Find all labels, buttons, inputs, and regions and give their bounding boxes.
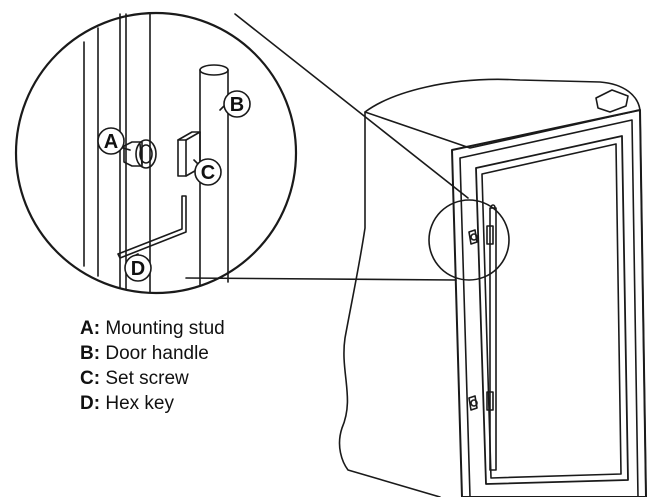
callout-c-label: C	[201, 162, 215, 184]
legend-key: A:	[80, 318, 101, 339]
detail-marker-circle	[428, 199, 510, 281]
door-mounting-studs	[468, 229, 478, 411]
legend-text: Mounting stud	[105, 318, 225, 339]
hinge-plate	[595, 89, 629, 113]
door-frame	[451, 109, 647, 497]
legend-key: B:	[80, 343, 101, 364]
callout-b-circle	[223, 90, 251, 118]
legend-text: Door handle	[105, 343, 209, 364]
legend-item: A: Mounting stud	[80, 316, 225, 341]
magnifier-connector-lines	[185, 13, 469, 281]
legend-item: D: Hex key	[80, 391, 225, 416]
mounting-stud-magnified	[123, 139, 157, 169]
legend-key: C:	[80, 368, 101, 389]
callout-d-label: D	[131, 258, 145, 280]
callout-a-circle	[97, 127, 125, 155]
legend-key: D:	[80, 393, 101, 414]
callout-b-label: B	[230, 94, 244, 116]
magnified-detail-view	[14, 11, 298, 295]
legend-text: Set screw	[105, 368, 189, 389]
legend-item: B: Door handle	[80, 341, 225, 366]
hex-key	[117, 195, 187, 259]
parts-legend: A: Mounting stud B: Door handle C: Set s…	[80, 316, 225, 416]
legend-item: C: Set screw	[80, 366, 225, 391]
legend-text: Hex key	[105, 393, 174, 414]
callout-a-label: A	[104, 131, 118, 153]
callout-d-circle	[124, 254, 152, 282]
callout-c-circle	[194, 158, 222, 186]
door-handle-on-appliance	[486, 204, 497, 471]
